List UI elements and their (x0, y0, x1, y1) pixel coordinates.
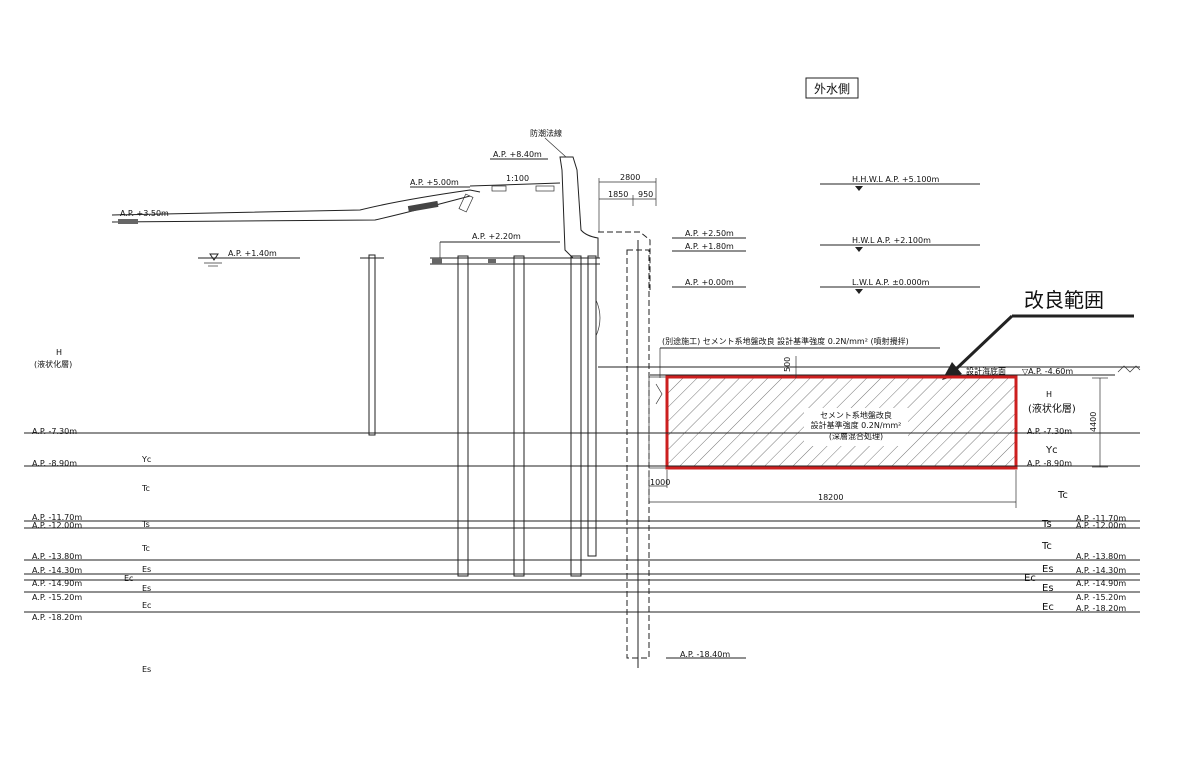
strata-labels-left: A.P. -7.30m A.P. -8.90m A.P. -11.70m A.P… (32, 427, 82, 622)
dim-1000: 1000 (650, 478, 670, 487)
left-h: H (56, 348, 62, 357)
side-label: 外水側 (814, 82, 850, 96)
pile-2 (513, 255, 525, 577)
l-ap-1170: A.P. -11.70m (32, 513, 82, 522)
r-ap-890: A.P. -8.90m (1027, 459, 1072, 468)
strata-lines (24, 432, 1140, 613)
left-layer-label: H (液状化層) (34, 348, 72, 369)
r-ap-1490: A.P. -14.90m (1076, 579, 1126, 588)
l-ap-1820: A.P. -18.20m (32, 613, 82, 622)
l-es2: Es (142, 584, 151, 593)
l-ap-890: A.P. -8.90m (32, 459, 77, 468)
crest-label: 防潮法線 (530, 128, 562, 138)
improvement-block: セメント系地盤改良 設計基準強度 0.2N/mm² (深層混合処理) (648, 375, 1018, 470)
seabed-elev: ▽A.P. -4.60m (1022, 367, 1073, 376)
l-es3: Es (142, 665, 151, 674)
l-ts: Ts (141, 520, 150, 529)
right-h: H (1046, 390, 1052, 399)
r-es1: Es (1042, 564, 1054, 575)
ap-250-label: A.P. +2.50m (685, 229, 734, 238)
soil-labels-right: Yc Tc Ts Tc Es Ec Es Ec (1024, 445, 1068, 613)
r-es2: Es (1042, 583, 1054, 594)
side-label-box: 外水側 (805, 77, 859, 99)
r-ap-1170: A.P. -11.70m (1076, 514, 1126, 523)
r-yc: Yc (1045, 445, 1058, 456)
ap-220-label: A.P. +2.20m (472, 232, 521, 241)
ap-140-label: A.P. +1.40m (228, 249, 277, 258)
r-ap-1380: A.P. -13.80m (1076, 552, 1126, 561)
ap-180-label: A.P. +1.80m (685, 242, 734, 251)
right-layer-label: H (液状化層) (1028, 390, 1076, 415)
improvement-note: (別途施工) セメント系地盤改良 設計基準強度 0.2N/mm² (噴射攪拌) (659, 336, 940, 378)
pile-3 (570, 255, 582, 577)
improvement-note-text: (別途施工) セメント系地盤改良 設計基準強度 0.2N/mm² (噴射攪拌) (662, 336, 909, 346)
dim-18200: 18200 (818, 493, 843, 502)
improvement-range-rect (665, 375, 1018, 470)
l-yc: Yc (141, 455, 151, 464)
ap-500-label: A.P. +5.00m (410, 178, 459, 187)
sheet-pile-left (368, 254, 376, 436)
l-ap-1380: A.P. -13.80m (32, 552, 82, 561)
strata-labels-right: A.P. -7.30m A.P. -8.90m A.P. -11.70m A.P… (1027, 427, 1126, 613)
seabed-label: 設計海底面 (966, 366, 1006, 376)
r-ap-1520: A.P. -15.20m (1076, 593, 1126, 602)
r-ts: Ts (1041, 519, 1052, 530)
l-ec1: Ec (124, 574, 133, 583)
improvement-line2: 設計基準強度 0.2N/mm² (811, 420, 902, 430)
dim-2800: 2800 (620, 173, 640, 182)
dim-4400: 4400 (1089, 412, 1098, 432)
r-tc2: Tc (1041, 541, 1052, 552)
ap-1840-label: A.P. -18.40m (680, 650, 730, 659)
r-ap-1820: A.P. -18.20m (1076, 604, 1126, 613)
block-dimensions: 500 4400 1000 18200 (648, 356, 1108, 508)
ap-840-label: A.P. +8.40m (493, 150, 542, 159)
pile-1 (457, 255, 469, 577)
r-ap-730: A.P. -7.30m (1027, 427, 1072, 436)
water-levels: H.H.W.L A.P. +5.100m H.W.L A.P. +2.100m … (820, 175, 980, 294)
improvement-line1: セメント系地盤改良 (820, 410, 892, 420)
dim-1850: 1850 (608, 190, 628, 199)
slope-label: 1:100 (506, 174, 529, 183)
l-tc2: Tc (141, 544, 150, 553)
pile-4 (587, 255, 597, 557)
levee-structure: 防潮法線 A.P. +8.40m A.P. +5.00m 1:100 A.P. … (111, 128, 746, 668)
hwl-label: H.W.L A.P. +2.100m (852, 236, 931, 245)
r-ap-1430: A.P. -14.30m (1076, 566, 1126, 575)
soil-labels-left: Yc Tc Ts Tc Es Ec Es Ec Es (124, 455, 151, 674)
hhwl-label: H.H.W.L A.P. +5.100m (852, 175, 940, 184)
callout-label: 改良範囲 (1024, 288, 1104, 312)
r-ec1: Ec (1024, 573, 1036, 584)
ap-350-label: A.P. +3.50m (120, 209, 169, 218)
r-ap-1200: A.P. -12.00m (1076, 521, 1126, 530)
top-dimensions: 2800 1850 950 (598, 173, 657, 232)
dim-950: 950 (638, 190, 653, 199)
l-es1: Es (142, 565, 151, 574)
l-ec2: Ec (142, 601, 151, 610)
dim-500: 500 (783, 357, 792, 372)
mid-elevations: A.P. +2.50m A.P. +1.80m A.P. +0.00m (672, 229, 746, 288)
l-tc1: Tc (141, 484, 150, 493)
l-ap-1200: A.P. -12.00m (32, 521, 82, 530)
ap-000-label: A.P. +0.00m (685, 278, 734, 287)
lwl-label: L.W.L A.P. ±0.000m (852, 278, 930, 287)
r-ec2: Ec (1042, 602, 1054, 613)
right-liq: (液状化層) (1028, 402, 1076, 415)
l-ap-1490: A.P. -14.90m (32, 579, 82, 588)
l-ap-730: A.P. -7.30m (32, 427, 77, 436)
improvement-line3: (深層混合処理) (829, 431, 883, 441)
l-ap-1520: A.P. -15.20m (32, 593, 82, 602)
r-tc1: Tc (1057, 490, 1068, 501)
l-ap-1430: A.P. -14.30m (32, 566, 82, 575)
seabed: 設計海底面 ▽A.P. -4.60m (598, 365, 1141, 376)
left-liq: (液状化層) (34, 359, 72, 369)
